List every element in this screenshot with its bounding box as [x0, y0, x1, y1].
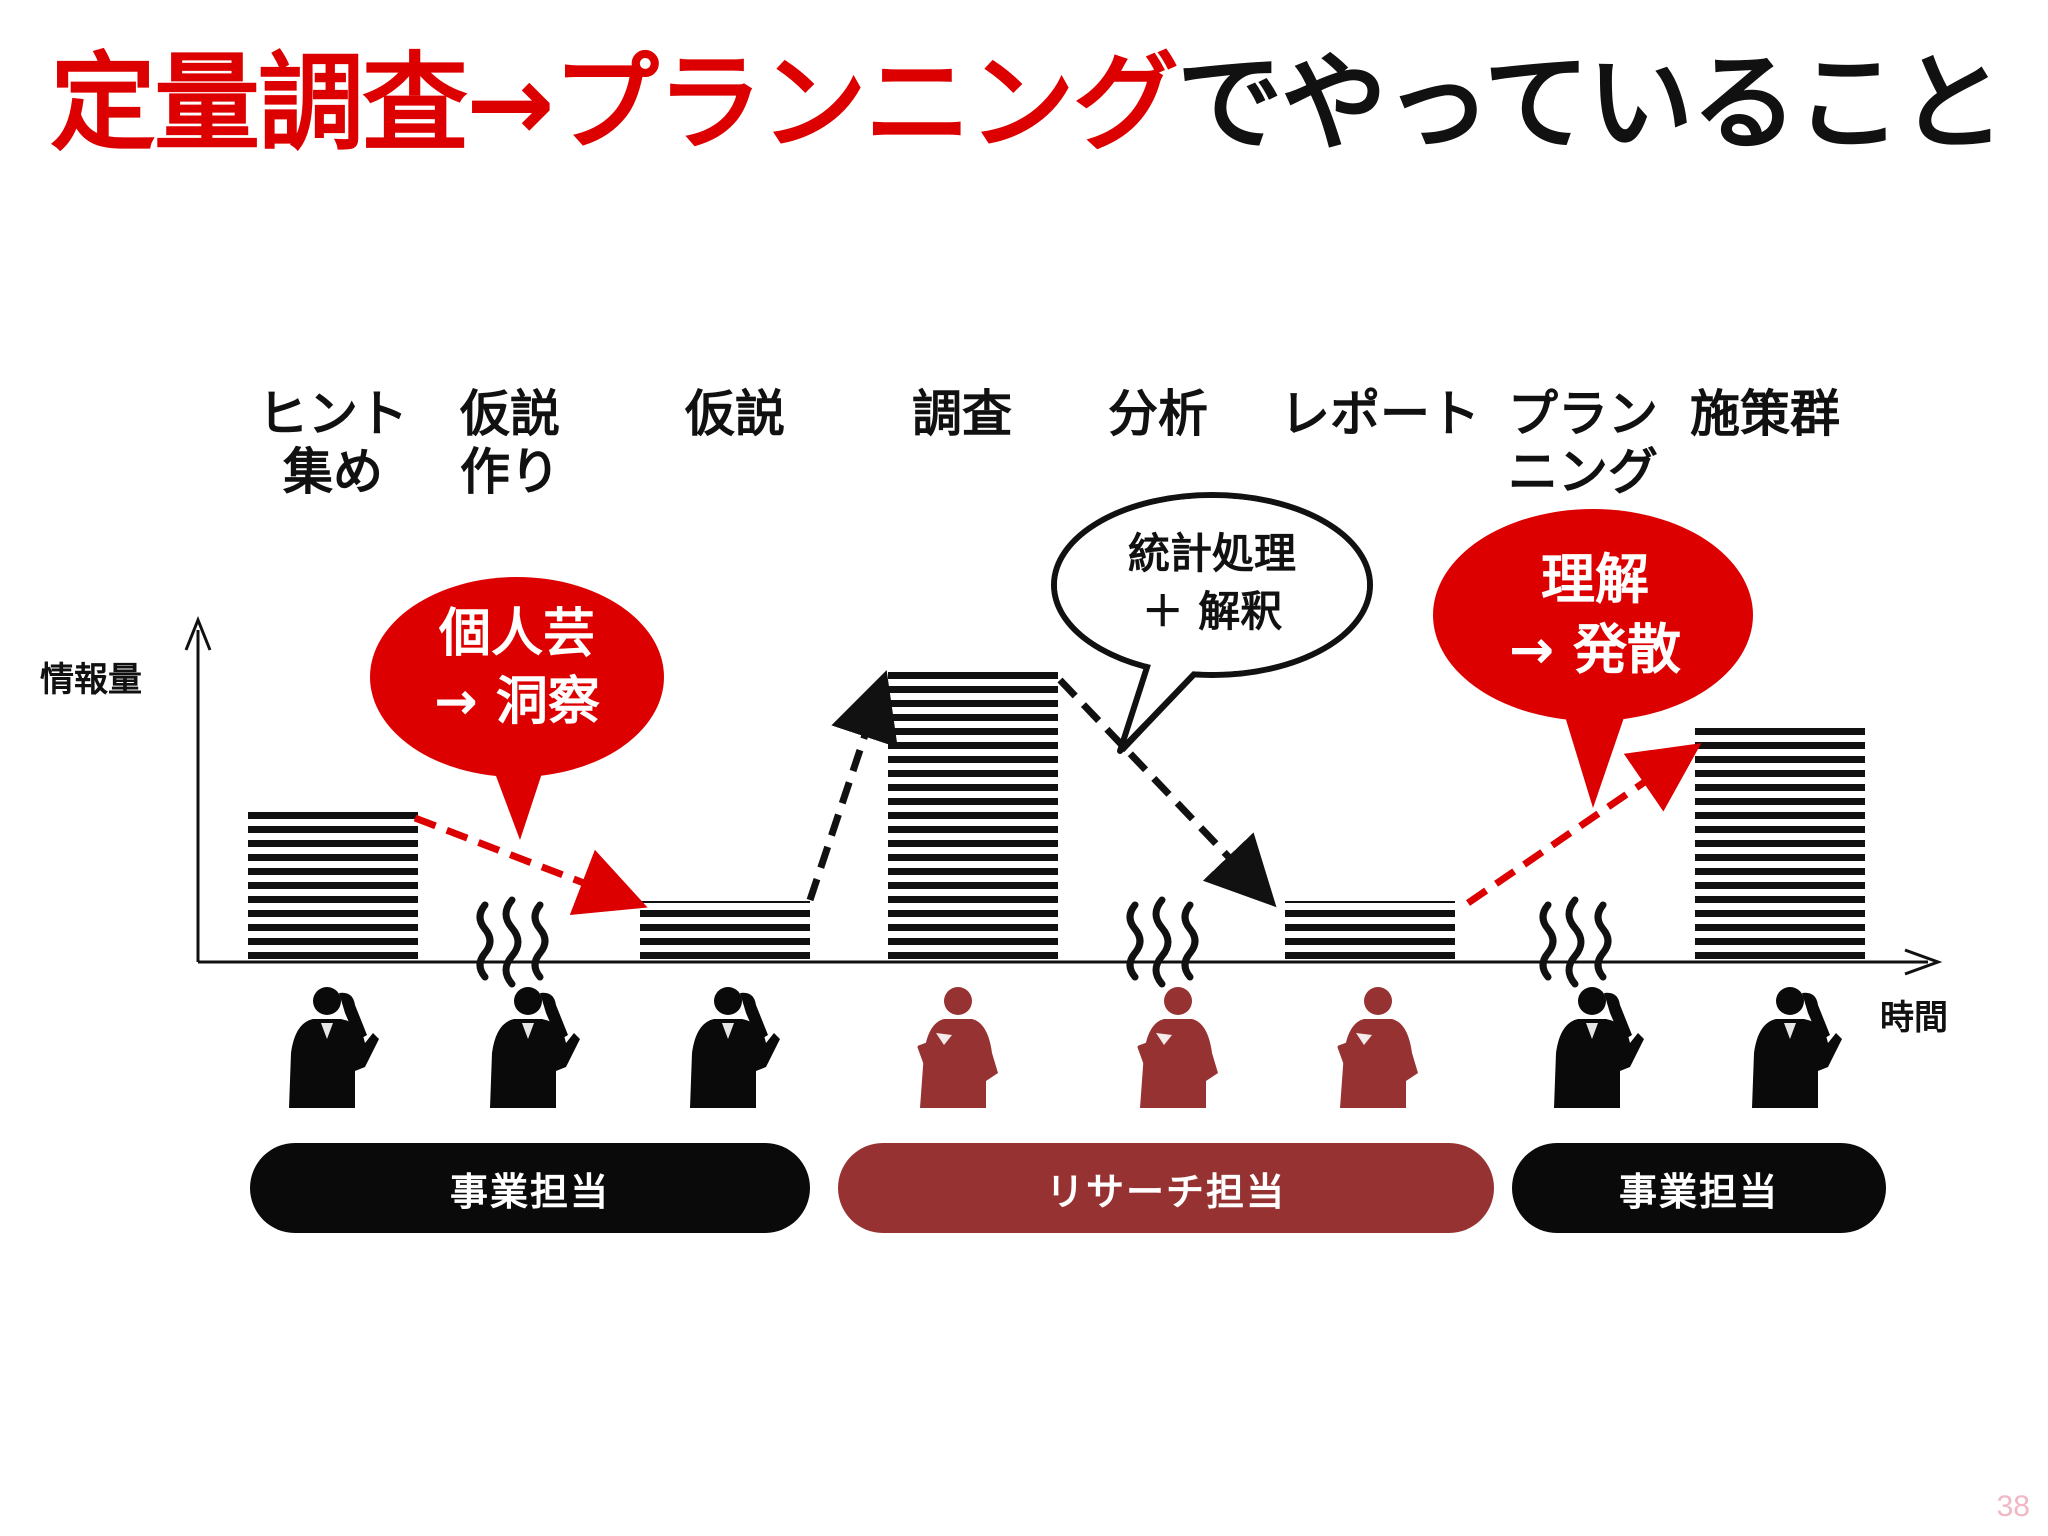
info-bar-hint [248, 808, 418, 959]
arrow-research-to-report [1057, 677, 1277, 908]
role-pill-research: リサーチ担当 [838, 1143, 1494, 1233]
info-bar-hypothesis [640, 901, 810, 959]
role-pill-business-left: 事業担当 [250, 1143, 810, 1233]
business-person-icon-4 [1554, 987, 1644, 1108]
page-number: 38 [1996, 1490, 2030, 1523]
speech-bubble-analysis [1051, 492, 1373, 754]
bubble-text-divergence: 理解 → 発散 [1508, 548, 1682, 681]
arrow-hypothesis-to-research [806, 670, 898, 902]
researcher-icon-1 [917, 987, 998, 1108]
x-axis-label: 時間 [1880, 998, 1948, 1038]
slide-title: 定量調査→プランニングでやっていること [50, 40, 2006, 167]
role-pill-business-right: 事業担当 [1512, 1143, 1886, 1233]
title-black-part: でやっていること [1176, 42, 2006, 165]
title-red-part: 定量調査→プランニング [50, 42, 1179, 165]
info-bar-report [1285, 901, 1455, 959]
step-label-research: 調査 [912, 385, 1012, 443]
arrow-hint-to-hypothesis [413, 814, 648, 916]
researcher-icon-3 [1337, 987, 1418, 1108]
business-person-icon-1 [289, 987, 379, 1108]
business-person-icon-5 [1752, 987, 1842, 1108]
y-axis-arrow-icon [184, 615, 212, 651]
speech-bubble-divergence [1433, 509, 1753, 808]
thinking-steam-icon-3 [1539, 896, 1612, 988]
step-label-analysis: 分析 [1108, 385, 1208, 443]
bubble-text-insight: 個人芸 → 洞察 [434, 604, 600, 732]
y-axis-label: 情報量 [40, 660, 142, 700]
researcher-icon-2 [1137, 987, 1218, 1108]
x-axis-arrow-icon [1904, 948, 1943, 976]
business-person-icon-3 [690, 987, 780, 1108]
speech-bubble-insight [370, 577, 664, 840]
step-label-hint: ヒント 集め [258, 385, 408, 501]
step-label-measures: 施策群 [1690, 385, 1840, 443]
step-label-hypothesis-making: 仮説 作り [460, 385, 560, 501]
bubble-text-analysis: 統計処理 ＋ 解釈 [1127, 529, 1296, 636]
thinking-steam-icon-1 [476, 896, 549, 988]
business-person-icon-2 [490, 987, 580, 1108]
info-bar-research [888, 669, 1058, 959]
step-label-report: レポート [1280, 385, 1480, 443]
arrow-report-to-measures [1466, 743, 1702, 906]
step-label-planning: プラン ニング [1508, 385, 1658, 501]
thinking-steam-icon-2 [1126, 896, 1199, 988]
info-bar-measures [1695, 727, 1865, 959]
step-label-hypothesis: 仮説 [685, 385, 785, 443]
